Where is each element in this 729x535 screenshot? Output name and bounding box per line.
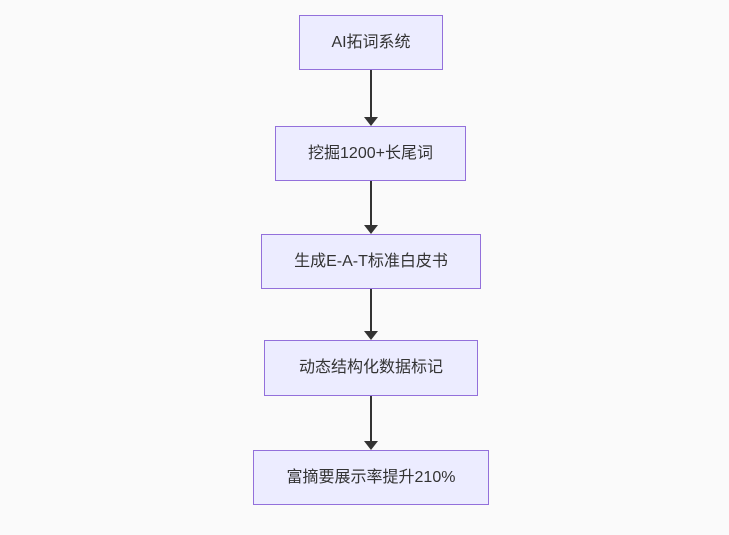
arrow-line	[370, 70, 372, 117]
flow-node-label: 富摘要展示率提升210%	[286, 468, 456, 486]
flow-node-structured-data-markup: 动态结构化数据标记	[264, 340, 478, 396]
flow-node-ai-keyword-system: AI拓词系统	[299, 15, 443, 70]
flow-node-label: 动态结构化数据标记	[298, 359, 443, 376]
arrow-line	[370, 396, 372, 441]
flow-node-label: 挖掘1200+长尾词	[308, 144, 433, 162]
arrowhead-down-icon	[364, 441, 378, 450]
flow-node-rich-snippet-result: 富摘要展示率提升210%	[253, 450, 489, 505]
flow-node-longtail-mining: 挖掘1200+长尾词	[275, 126, 466, 181]
flow-node-eat-whitepaper: 生成E-A-T标准白皮书	[261, 234, 481, 289]
flow-arrow-2	[364, 181, 378, 234]
flow-node-label: 生成E-A-T标准白皮书	[294, 252, 448, 270]
arrowhead-down-icon	[364, 117, 378, 126]
flow-arrow-4	[364, 396, 378, 450]
arrow-line	[370, 181, 372, 225]
arrowhead-down-icon	[364, 331, 378, 340]
flow-arrow-1	[364, 70, 378, 126]
flow-arrow-3	[364, 289, 378, 340]
flow-node-label: AI拓词系统	[331, 33, 411, 51]
arrowhead-down-icon	[364, 225, 378, 234]
arrow-line	[370, 289, 372, 331]
